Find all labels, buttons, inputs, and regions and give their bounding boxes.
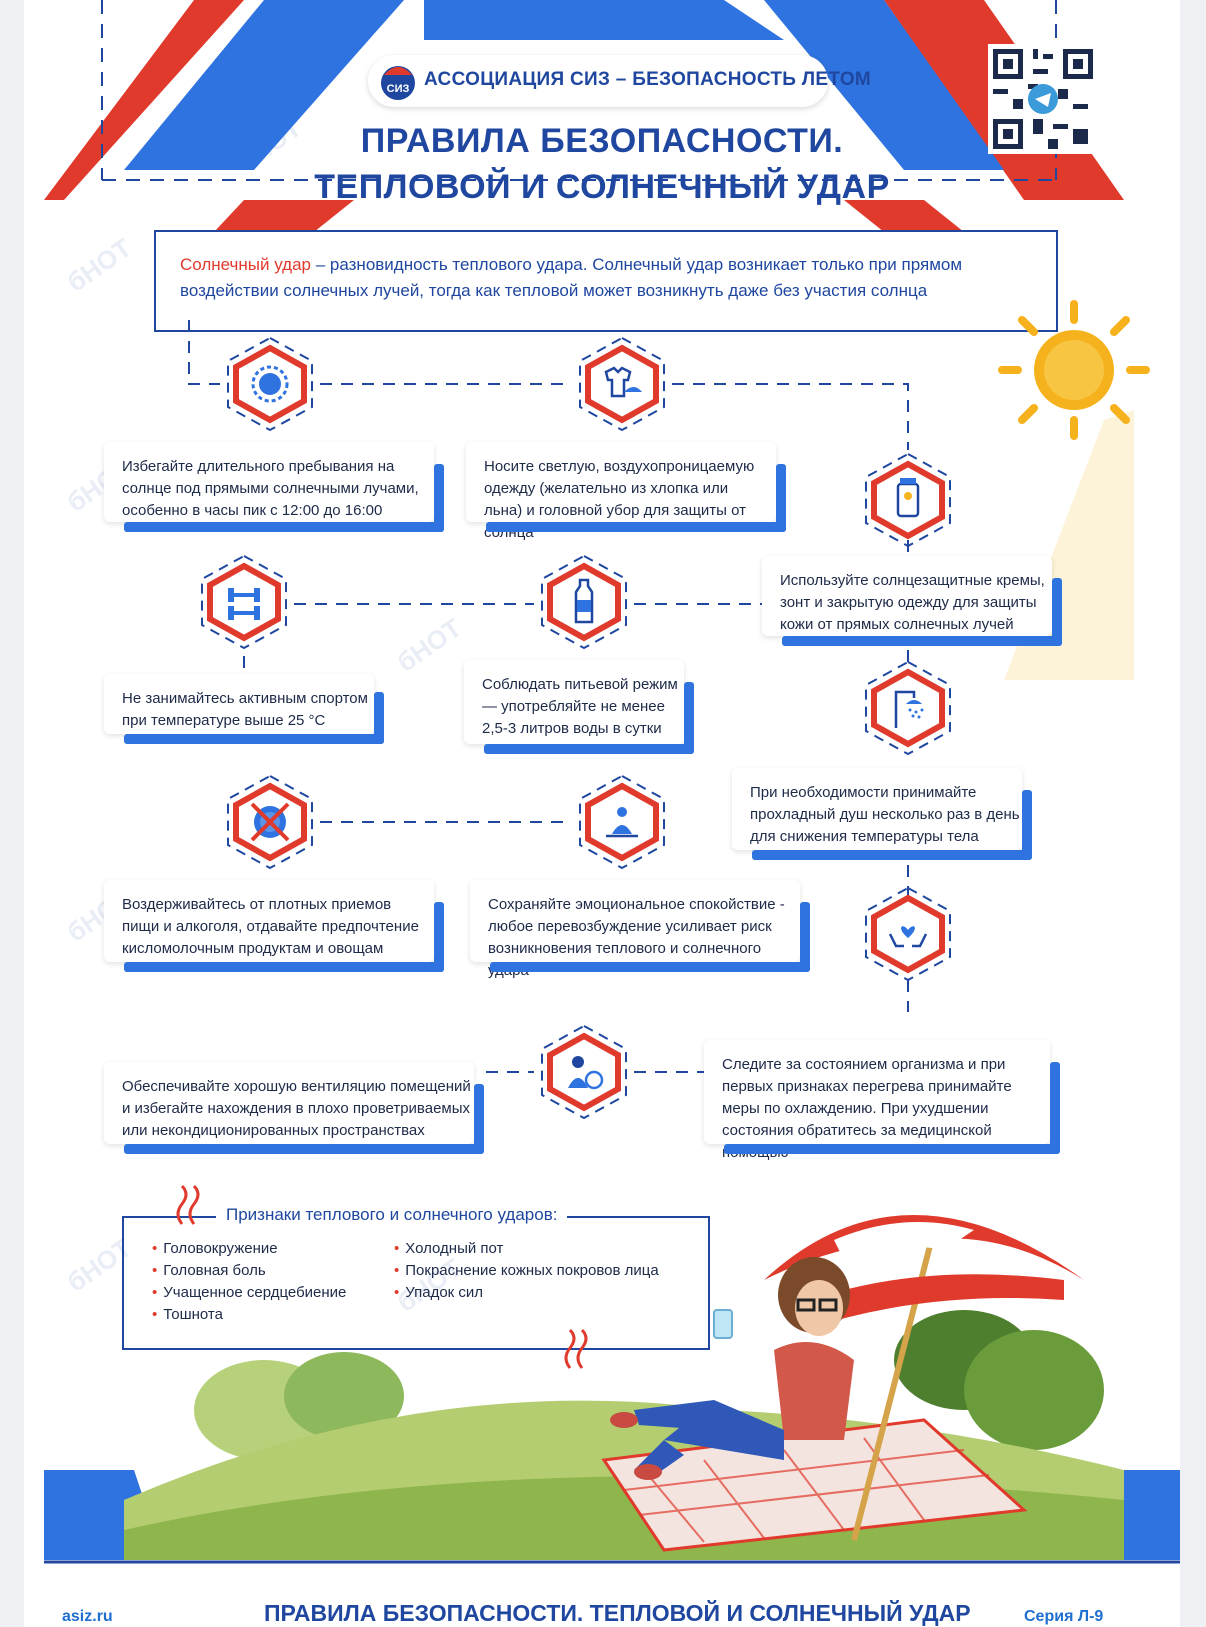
symptom-item: •Упадок сил bbox=[394, 1284, 484, 1301]
ventilation-icon bbox=[541, 1024, 627, 1120]
tip-card-5: Соблюдать питьевой режим — употребляйте … bbox=[464, 660, 694, 754]
tip-text: Следите за состоянием организма и при пе… bbox=[722, 1056, 1012, 1161]
intro-definition: – разновидность теплового удара. Солнечн… bbox=[180, 255, 963, 300]
symptom-text: Упадок сил bbox=[405, 1284, 484, 1301]
card-accent-bar bbox=[484, 744, 694, 754]
card-accent-bar bbox=[490, 962, 810, 972]
symptom-text: Головная боль bbox=[163, 1262, 266, 1279]
card-accent-bar bbox=[124, 522, 444, 532]
water-bottle-icon bbox=[541, 554, 627, 650]
tip-card-1: Избегайте длительного пребывания на солн… bbox=[104, 442, 444, 532]
watermark-text: бНОТ bbox=[61, 232, 137, 298]
tip-card-8: Сохраняйте эмоциональное спокойствие - л… bbox=[470, 880, 810, 979]
health-care-icon bbox=[865, 886, 951, 982]
card-accent-bar bbox=[124, 1144, 484, 1154]
card-accent-bar bbox=[776, 464, 786, 532]
clothes-icon bbox=[579, 336, 665, 432]
intro-text: Солнечный удар – разновидность теплового… bbox=[180, 252, 1040, 304]
symptom-text: Учащенное сердцебиение bbox=[163, 1284, 347, 1301]
tip-text: Используйте солнцезащитные кремы, зонт и… bbox=[780, 572, 1045, 633]
tip-text: Воздерживайтесь от плотных приемов пищи … bbox=[122, 896, 419, 957]
tip-card-3: Используйте солнцезащитные кремы, зонт и… bbox=[762, 556, 1062, 646]
card-accent-bar bbox=[1050, 1062, 1060, 1154]
card-accent-bar bbox=[124, 734, 384, 744]
card-accent-bar bbox=[752, 850, 1032, 860]
tip-text: При необходимости принимайте прохладный … bbox=[750, 784, 1020, 845]
tip-text: Сохраняйте эмоциональное спокойствие - л… bbox=[488, 896, 785, 979]
symptom-item: •Учащенное сердцебиение bbox=[152, 1284, 347, 1301]
tip-text: Избегайте длительного пребывания на солн… bbox=[122, 458, 419, 519]
card-accent-bar bbox=[800, 902, 810, 972]
card-accent-bar bbox=[374, 692, 384, 744]
symptom-item: •Тошнота bbox=[152, 1306, 223, 1323]
tip-card-4: Не занимайтесь активным спортом при темп… bbox=[104, 674, 384, 744]
tip-text: Соблюдать питьевой режим — употребляйте … bbox=[482, 676, 678, 737]
symptom-text: Тошнота bbox=[163, 1306, 223, 1323]
card-accent-bar bbox=[1022, 790, 1032, 860]
tip-card-6: При необходимости принимайте прохладный … bbox=[732, 768, 1032, 860]
heat-waves-icon bbox=[176, 1184, 200, 1225]
page-title-line2: ТЕПЛОВОЙ И СОЛНЕЧНЫЙ УДАР bbox=[314, 168, 890, 206]
footer-series: Серия Л-9 bbox=[1024, 1608, 1104, 1625]
symptom-item: •Головная боль bbox=[152, 1262, 266, 1279]
symptom-text: Головокружение bbox=[163, 1240, 278, 1257]
meditation-icon bbox=[579, 774, 665, 870]
footer-url-link[interactable]: asiz.ru bbox=[62, 1608, 113, 1625]
qr-code[interactable] bbox=[988, 44, 1098, 154]
symptom-text: Холодный пот bbox=[405, 1240, 504, 1257]
intro-term: Солнечный удар bbox=[180, 255, 312, 274]
flow-connectors bbox=[188, 320, 909, 1073]
symptoms-title: Признаки теплового и солнечного ударов: bbox=[216, 1205, 568, 1225]
footer-title: ПРАВИЛА БЕЗОПАСНОСТИ. ТЕПЛОВОЙ И СОЛНЕЧН… bbox=[264, 1600, 971, 1626]
heat-waves-icon bbox=[564, 1328, 588, 1369]
plate-icon bbox=[227, 774, 313, 870]
card-accent-bar bbox=[434, 464, 444, 532]
symptom-text: Покраснение кожных покровов лица bbox=[405, 1262, 659, 1279]
tip-card-10: Следите за состоянием организма и при пе… bbox=[704, 1040, 1060, 1161]
intro-box: Солнечный удар – разновидность теплового… bbox=[154, 230, 1058, 332]
card-accent-bar bbox=[724, 1144, 1060, 1154]
tip-card-2: Носите светлую, воздухопроницаемую одежд… bbox=[466, 442, 786, 541]
card-accent-bar bbox=[1052, 578, 1062, 646]
page-title-line1: ПРАВИЛА БЕЗОПАСНОСТИ. bbox=[360, 122, 844, 160]
infographic-sheet: бНОТ бНОТ бНОТ бНОТ бНОТ бНОТ бНОТ СИЗ А… bbox=[24, 0, 1180, 1627]
sunscreen-icon bbox=[865, 452, 951, 548]
card-accent-bar bbox=[684, 682, 694, 754]
symptom-item: •Головокружение bbox=[152, 1240, 278, 1257]
tip-card-7: Воздерживайтесь от плотных приемов пищи … bbox=[104, 880, 444, 972]
association-pill: СИЗ АССОЦИАЦИЯ СИЗ – БЕЗОПАСНОСТЬ ЛЕТОМ bbox=[368, 55, 871, 107]
card-accent-bar bbox=[782, 636, 1062, 646]
dumbbell-icon bbox=[201, 554, 287, 650]
card-accent-bar bbox=[474, 1084, 484, 1154]
symptom-item: •Покраснение кожных покровов лица bbox=[394, 1262, 659, 1279]
tip-card-9: Обеспечивайте хорошую вентиляцию помещен… bbox=[104, 1062, 484, 1154]
tip-text: Не занимайтесь активным спортом при темп… bbox=[122, 690, 368, 729]
logo-text: СИЗ bbox=[387, 83, 410, 95]
tip-text: Носите светлую, воздухопроницаемую одежд… bbox=[484, 458, 755, 541]
card-accent-bar bbox=[434, 902, 444, 972]
card-accent-bar bbox=[124, 962, 444, 972]
association-title: АССОЦИАЦИЯ СИЗ – БЕЗОПАСНОСТЬ ЛЕТОМ bbox=[424, 69, 872, 90]
card-accent-bar bbox=[486, 522, 786, 532]
shower-icon bbox=[865, 660, 951, 756]
sun-icon bbox=[227, 336, 313, 432]
tip-text: Обеспечивайте хорошую вентиляцию помещен… bbox=[122, 1078, 471, 1139]
association-logo-icon: СИЗ bbox=[381, 66, 415, 100]
symptom-item: •Холодный пот bbox=[394, 1240, 504, 1257]
picnic-illustration bbox=[44, 1215, 1180, 1564]
